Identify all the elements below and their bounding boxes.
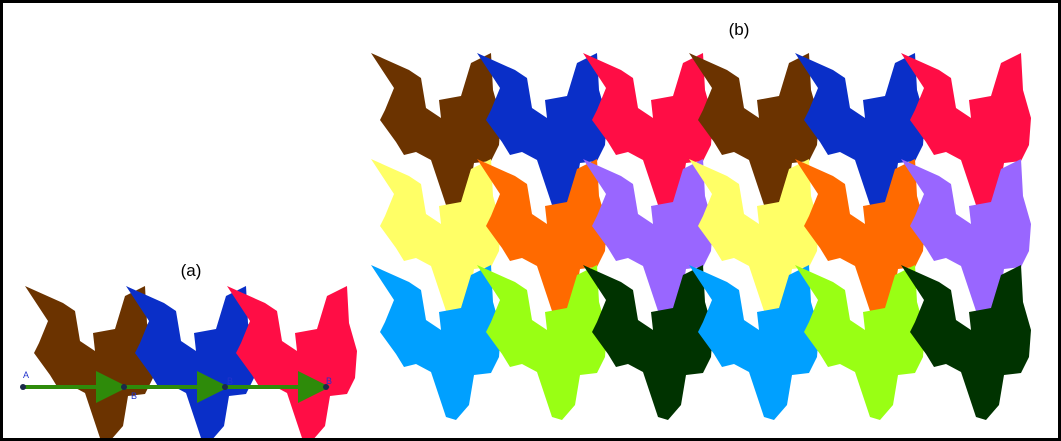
vector-point-3 xyxy=(222,384,228,390)
translation-vectors xyxy=(20,371,330,403)
point-label-a: A xyxy=(23,370,29,380)
strip-tile-3-red xyxy=(227,286,357,438)
tile-r3-c6-dark-green xyxy=(901,265,1031,420)
panel-b-label: (b) xyxy=(729,20,750,39)
tessellation-figure: (a) (b) A B B B xyxy=(20,20,1031,438)
point-label-b3: B xyxy=(326,376,332,386)
tile-r3-c3-dark-green xyxy=(583,265,713,420)
vector-point-2 xyxy=(121,384,127,390)
tile-r3-c1-light-blue xyxy=(371,265,501,420)
point-label-b2: B xyxy=(227,376,233,386)
strip-tile-2-blue xyxy=(126,286,256,438)
tile-r3-c5-lime xyxy=(795,265,925,420)
point-label-b1: B xyxy=(131,391,137,401)
strip-tile-1-brown xyxy=(25,286,155,438)
tile-r3-c2-lime xyxy=(477,265,607,420)
tile-r3-c4-light-blue xyxy=(689,265,819,420)
tiling-grid xyxy=(371,53,1031,420)
vector-point-4 xyxy=(323,384,329,390)
panel-a-label: (a) xyxy=(181,261,202,280)
vector-point-1 xyxy=(20,384,26,390)
translation-strip xyxy=(25,286,357,438)
